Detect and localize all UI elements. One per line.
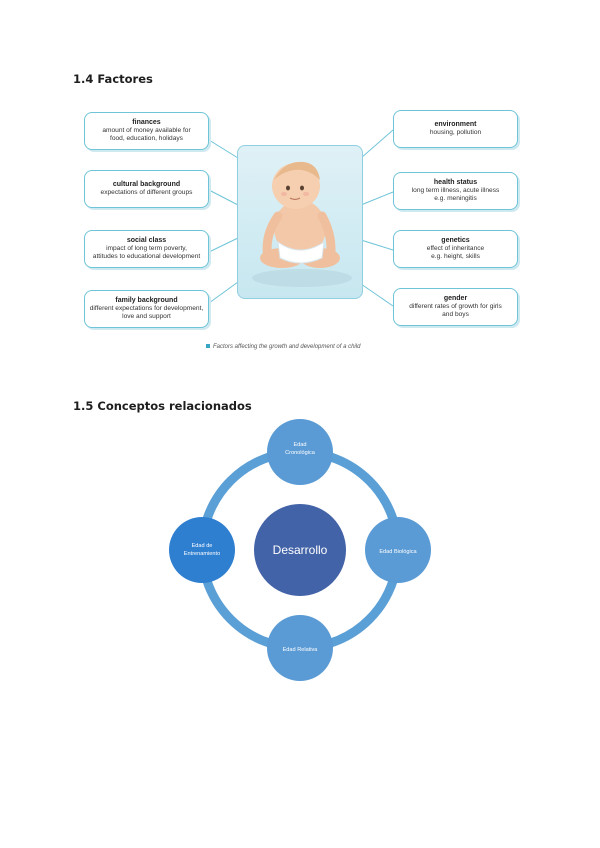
- factor-title: family background: [115, 296, 178, 304]
- node-left: [169, 517, 235, 583]
- factor-desc-line: different rates of growth for girls: [409, 302, 502, 310]
- section-heading-conceptos: 1.5 Conceptos relacionados: [73, 399, 252, 413]
- factor-desc-line: amount of money available for: [102, 126, 191, 134]
- factor-desc-line: impact of long term poverty,: [106, 244, 187, 252]
- factor-desc-line: housing, pollution: [429, 129, 482, 136]
- factor-box-environment: environment housing, pollution: [393, 110, 518, 148]
- factor-box-health-status: health status long term illness, acute i…: [393, 172, 518, 210]
- concepts-cycle-diagram: Desarrollo Edad Cronológica Edad Biológi…: [169, 419, 431, 681]
- factor-title: social class: [126, 236, 167, 244]
- factor-desc-line: and boys: [442, 311, 469, 319]
- node-right: [365, 517, 431, 583]
- center-label: Desarrollo: [273, 543, 328, 557]
- factor-title: genetics: [441, 236, 470, 244]
- factor-desc-line: food, education, holidays: [110, 135, 183, 143]
- factor-desc-line: effect of inheritance: [426, 244, 485, 252]
- factor-box-cultural-background: cultural background expectations of diff…: [84, 170, 209, 208]
- factor-desc-line: love and support: [122, 313, 171, 321]
- factor-title: gender: [443, 294, 468, 302]
- factor-desc-line: different expectations for development,: [89, 304, 204, 312]
- baby-illustration: [252, 161, 352, 287]
- node-bottom: [267, 615, 333, 681]
- baby-illustration-panel: [237, 145, 363, 299]
- node-top: [267, 419, 333, 485]
- factor-box-social-class: social class impact of long term poverty…: [84, 230, 209, 268]
- factor-box-gender: gender different rates of growth for gir…: [393, 288, 518, 326]
- caption-marker-icon: [206, 344, 210, 349]
- factor-box-genetics: genetics effect of inheritance e.g. heig…: [393, 230, 518, 268]
- factor-title: cultural background: [112, 180, 181, 188]
- node-top-label-line2: Cronológica: [285, 450, 316, 456]
- factor-desc-line: attitudes to educational development: [92, 253, 201, 261]
- factor-box-finances: finances amount of money available for f…: [84, 112, 209, 150]
- factor-desc-line: expectations of different groups: [100, 189, 193, 196]
- node-bottom-label: Edad Relativa: [283, 647, 319, 653]
- factor-desc-line: long term illness, acute illness: [411, 186, 500, 194]
- caption-text: Factors affecting the growth and develop…: [213, 344, 361, 350]
- section-heading-factores: 1.4 Factores: [73, 72, 153, 86]
- factor-desc-line: e.g. meningitis: [434, 195, 477, 203]
- node-left-label-line1: Edad de: [192, 543, 213, 549]
- figure-caption: Factors affecting the growth and develop…: [206, 344, 360, 350]
- factor-desc-line: e.g. height, skills: [431, 253, 480, 261]
- factor-title: finances: [132, 118, 161, 126]
- factor-title: environment: [434, 120, 477, 128]
- factor-title: health status: [433, 178, 478, 186]
- node-left-label-line2: Entrenamiento: [184, 551, 220, 557]
- node-top-label-line1: Edad: [293, 442, 306, 448]
- node-right-label: Edad Biológica: [379, 549, 417, 555]
- factor-box-family-background: family background different expectations…: [84, 290, 209, 328]
- center-circle: [254, 504, 346, 596]
